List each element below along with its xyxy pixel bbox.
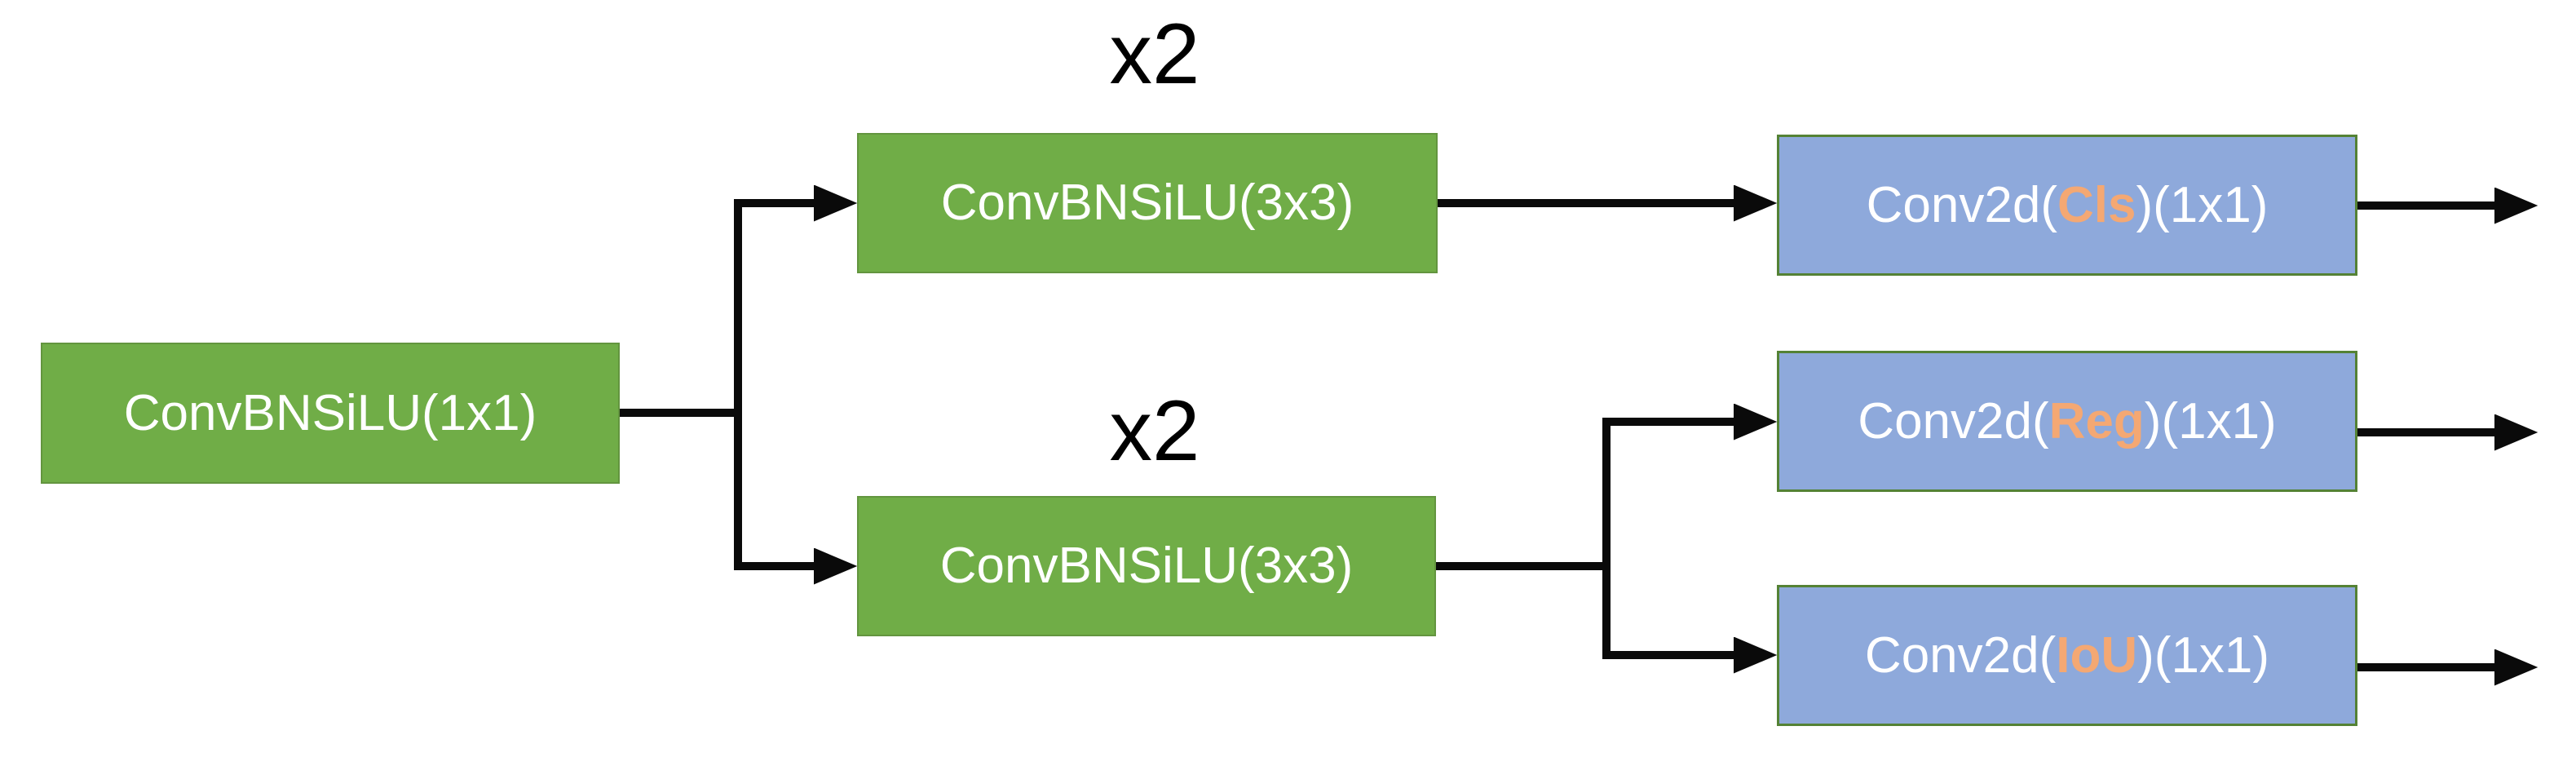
node-conv2d-reg-head: Conv2d(Reg)(1x1) <box>1777 351 2357 492</box>
cls-label-suffix: )(1x1) <box>2136 176 2269 233</box>
node-convbnsilu-3x3-regiou-label: ConvBNSiLU(3x3) <box>939 538 1354 594</box>
node-conv2d-cls-head: Conv2d(Cls)(1x1) <box>1777 135 2357 276</box>
node-conv2d-cls-label: Conv2d(Cls)(1x1) <box>1866 176 2269 233</box>
reg-label-prefix: Conv2d( <box>1858 392 2049 449</box>
reg-label-suffix: )(1x1) <box>2144 392 2277 449</box>
repeat-x2-label-top: x2 <box>1109 7 1200 102</box>
node-convbnsilu-1x1-label: ConvBNSiLU(1x1) <box>123 384 537 441</box>
iou-label-prefix: Conv2d( <box>1864 627 2057 684</box>
node-convbnsilu-1x1: ConvBNSiLU(1x1) <box>41 343 620 484</box>
node-convbnsilu-3x3-cls: ConvBNSiLU(3x3) <box>857 133 1438 273</box>
node-conv2d-iou-head: Conv2d(IoU)(1x1) <box>1777 585 2357 726</box>
iou-label-suffix: )(1x1) <box>2137 627 2270 684</box>
node-convbnsilu-3x3-cls-label: ConvBNSiLU(3x3) <box>940 175 1354 231</box>
node-conv2d-iou-label: Conv2d(IoU)(1x1) <box>1865 630 2269 681</box>
cls-label-tag: Cls <box>2057 176 2136 233</box>
reg-label-tag: Reg <box>2048 392 2145 449</box>
cls-label-prefix: Conv2d( <box>1866 176 2057 233</box>
repeat-x2-label-bottom: x2 <box>1109 383 1200 479</box>
iou-label-tag: IoU <box>2056 627 2138 684</box>
node-convbnsilu-3x3-regiou: ConvBNSiLU(3x3) <box>857 496 1436 636</box>
node-conv2d-reg-label: Conv2d(Reg)(1x1) <box>1858 396 2276 447</box>
